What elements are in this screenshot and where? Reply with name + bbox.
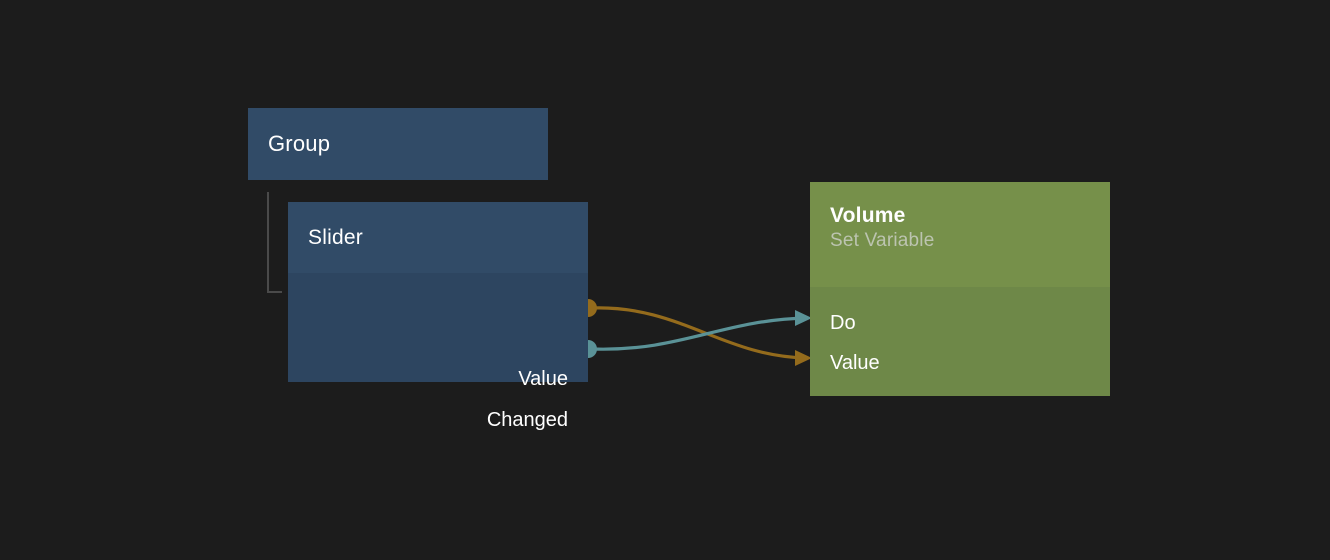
input-port-value[interactable]: Value bbox=[810, 351, 880, 375]
node-volume-header[interactable]: Volume Set Variable bbox=[810, 182, 1110, 287]
input-port-do[interactable]: Do bbox=[810, 311, 856, 335]
wire-value-to-value bbox=[590, 306, 808, 360]
node-volume-subtitle: Set Variable bbox=[830, 229, 935, 251]
node-slider-title: Slider bbox=[308, 226, 363, 249]
node-group-title: Group bbox=[268, 131, 331, 156]
node-group[interactable]: Group bbox=[248, 108, 548, 180]
wire-changed-to-do bbox=[590, 316, 808, 351]
input-port-do-label: Do bbox=[830, 312, 856, 334]
node-volume[interactable]: Volume Set Variable Do Value bbox=[810, 182, 1110, 396]
node-volume-body: Do Value bbox=[810, 287, 1110, 396]
node-slider-header[interactable]: Slider bbox=[288, 202, 588, 273]
node-slider[interactable]: Slider Value Changed bbox=[288, 202, 588, 430]
output-port-value[interactable]: Value bbox=[518, 367, 588, 391]
output-port-value-label: Value bbox=[518, 368, 568, 390]
input-port-value-label: Value bbox=[830, 352, 880, 374]
group-bracket bbox=[267, 192, 282, 293]
node-slider-body: Value Changed bbox=[288, 273, 588, 430]
output-port-changed-label: Changed bbox=[486, 409, 568, 431]
node-group-header[interactable]: Group bbox=[248, 108, 548, 180]
node-volume-title: Volume bbox=[830, 204, 906, 227]
output-port-changed[interactable]: Changed bbox=[487, 408, 588, 432]
